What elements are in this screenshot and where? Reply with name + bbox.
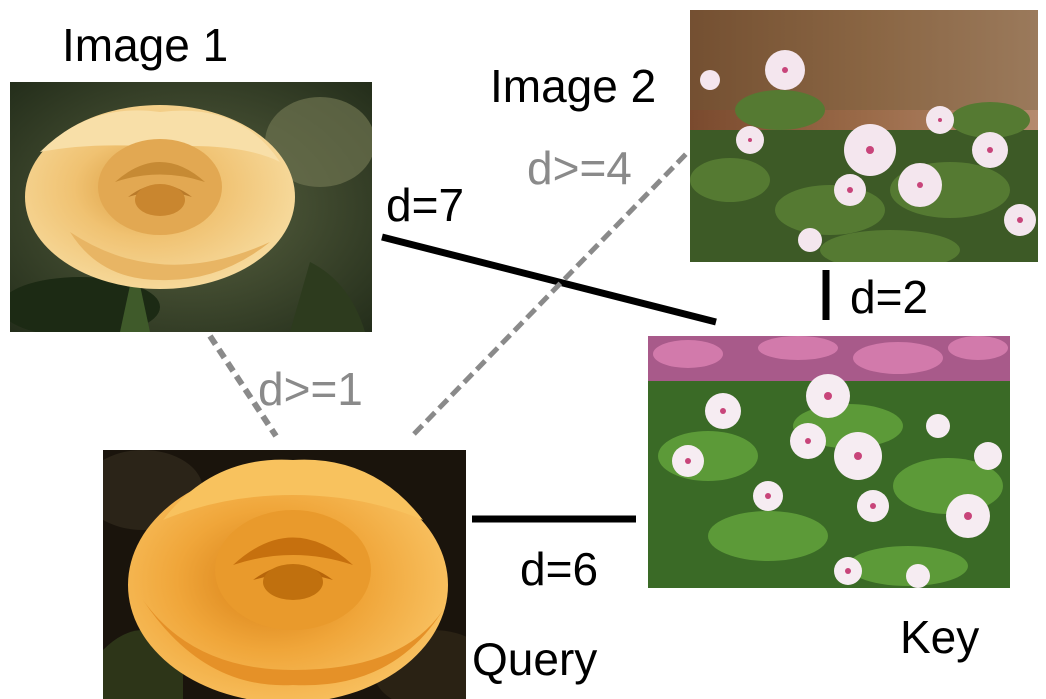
query-photo xyxy=(103,450,466,699)
edge-image1-key xyxy=(381,233,717,326)
key-photo xyxy=(648,336,1010,588)
edge-query-image2 xyxy=(412,150,690,436)
image2-label: Image 2 xyxy=(490,60,657,112)
distance-query-key-label: d=6 xyxy=(520,543,599,595)
distance-query-image1-label: d>=1 xyxy=(258,363,363,415)
query-label: Query xyxy=(472,633,598,685)
key-label: Key xyxy=(900,611,980,663)
distance-query-image2-label: d>=4 xyxy=(527,142,632,194)
image2-photo xyxy=(690,10,1038,262)
image1-photo xyxy=(10,82,372,332)
distance-image2-key-label: d=2 xyxy=(850,271,929,323)
image1-label: Image 1 xyxy=(62,19,229,71)
edge-query-image1 xyxy=(207,334,279,438)
distance-image1-key-label: d=7 xyxy=(386,179,465,231)
